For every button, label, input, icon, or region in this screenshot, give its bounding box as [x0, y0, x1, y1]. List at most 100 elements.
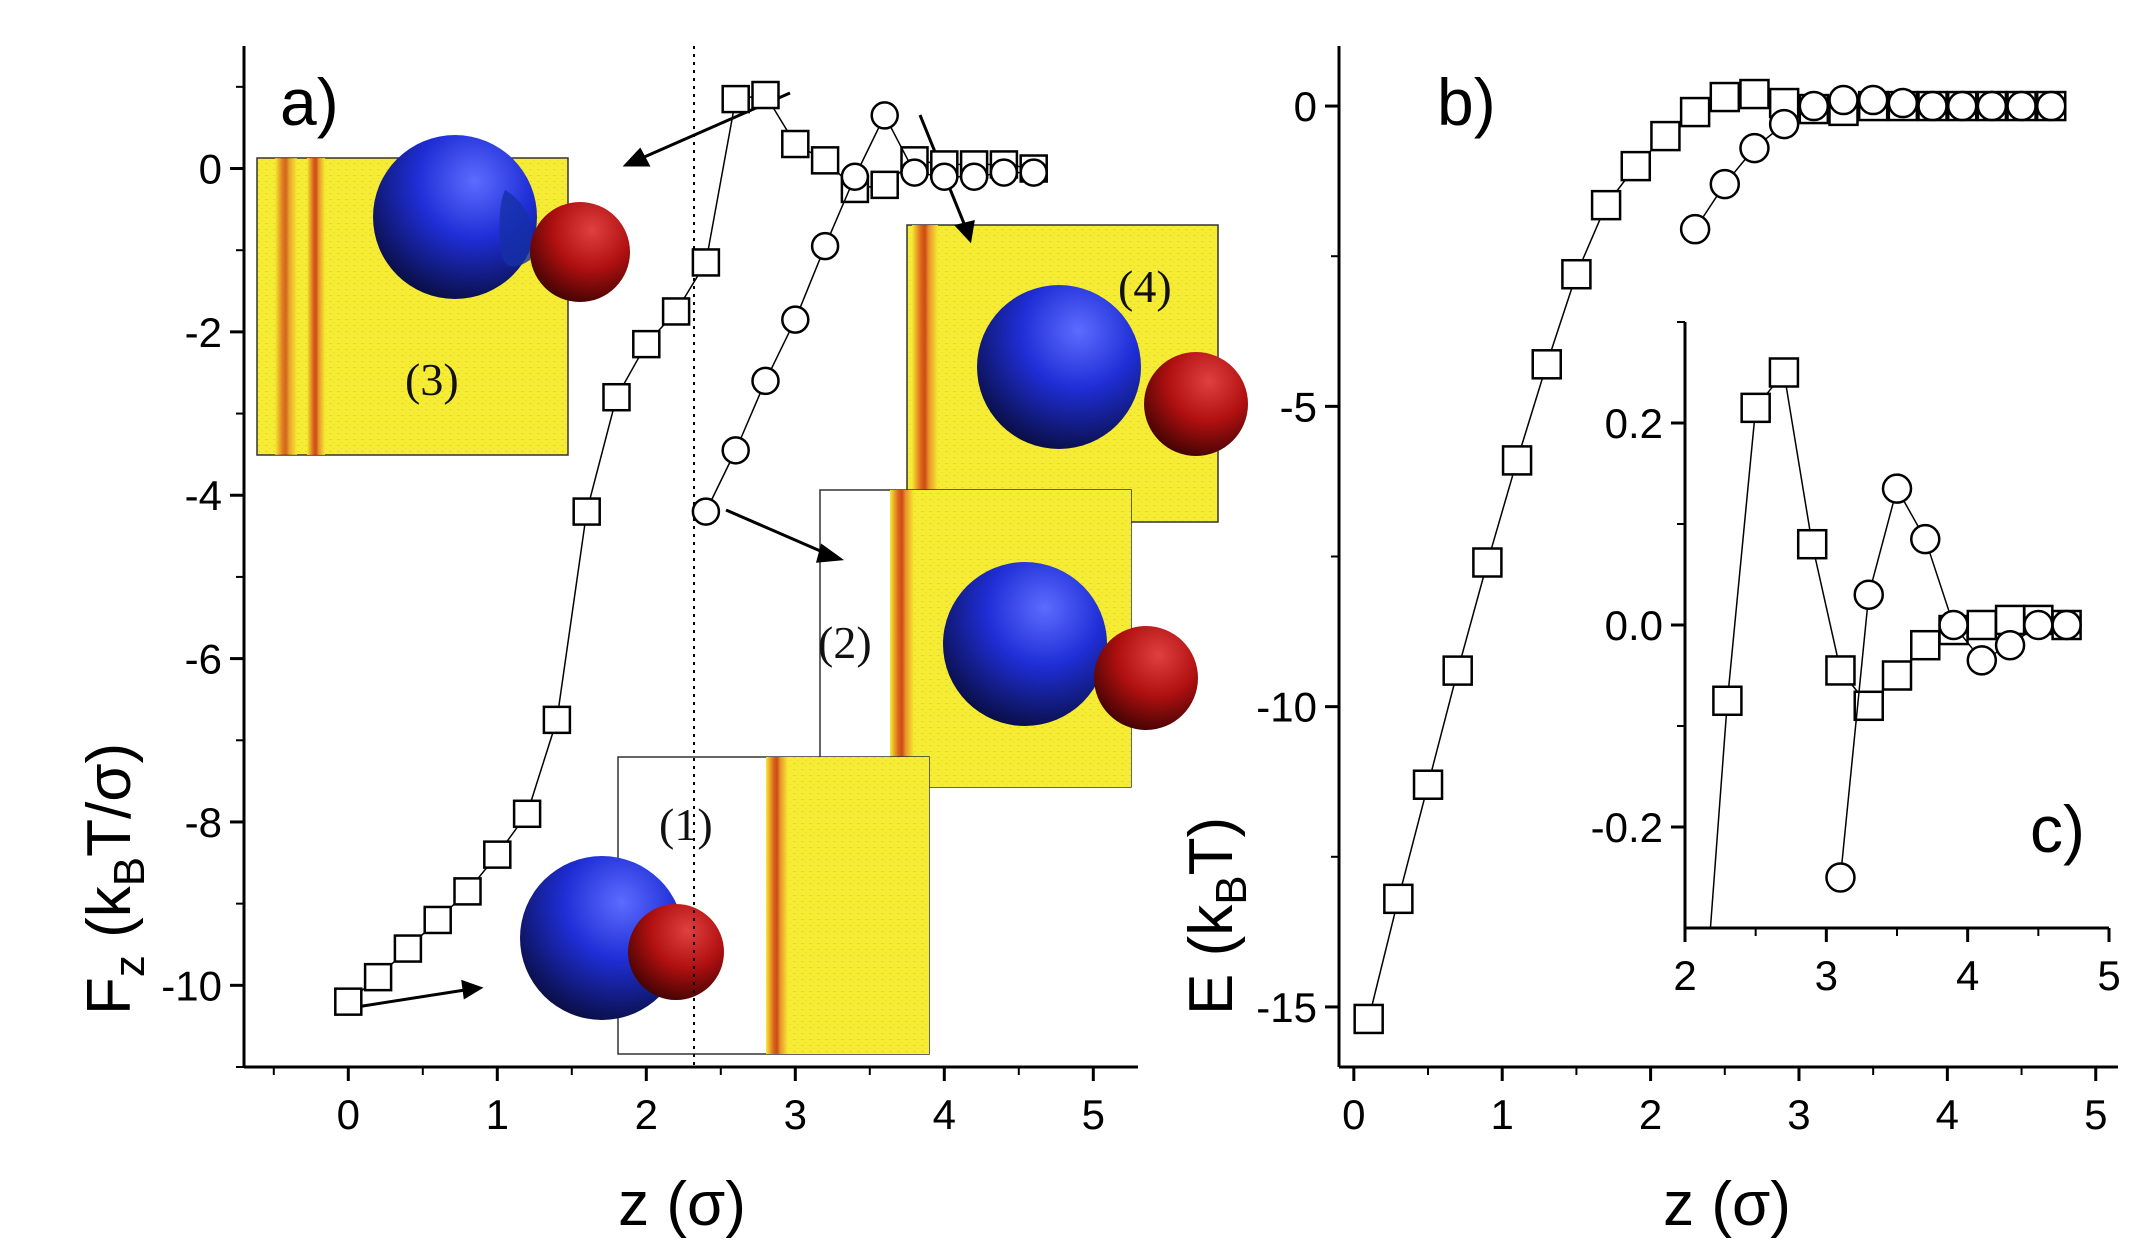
circle-marker	[2035, 90, 2067, 122]
series-circle	[1825, 473, 2082, 893]
arrowhead	[954, 219, 975, 244]
circle-marker	[1853, 579, 1884, 610]
circle-marker	[840, 162, 870, 191]
circle-marker	[1768, 108, 1800, 140]
x-tick-label: 1	[486, 1091, 509, 1138]
arrowhead	[461, 979, 484, 1000]
series-line	[1733, 158, 1747, 174]
series-line	[1460, 575, 1485, 658]
arrowhead	[815, 543, 845, 563]
x-tick-label: 4	[1936, 1091, 1959, 1138]
y-tick-label: -0.2	[1591, 804, 1663, 851]
y-axis-title-b: E (kBT)	[1177, 817, 1256, 1015]
series-line	[622, 355, 641, 387]
series-line	[1903, 500, 1920, 528]
square-marker	[810, 146, 840, 175]
circle-marker	[1994, 629, 2026, 661]
x-tick-label: 2	[1673, 952, 1696, 999]
circle-marker	[1917, 90, 1948, 122]
series-square	[1709, 357, 2082, 928]
y-axis-title-a: Fz (kBT/σ)	[75, 743, 154, 1015]
x-tick-label: 5	[2084, 1091, 2107, 1138]
circle-marker	[1709, 168, 1741, 200]
x-tick-label: 4	[1956, 952, 1979, 999]
series-line	[1520, 377, 1544, 448]
x-tick-label: 0	[337, 1091, 360, 1138]
x-tick-label: 3	[784, 1091, 807, 1138]
square-marker	[1910, 629, 1941, 661]
circle-marker	[1881, 473, 1913, 504]
series-line	[1764, 132, 1774, 140]
square-marker	[1679, 96, 1711, 128]
y-tick-label: -8	[185, 799, 222, 846]
inset-4: (4)	[906, 224, 1248, 523]
x-tick-label: 3	[1815, 952, 1838, 999]
series-circle	[691, 101, 1048, 526]
x-tick-label: 0	[1342, 1091, 1365, 1138]
x-axis-title-b: z (σ)	[1663, 1170, 1791, 1239]
y-tick-label: 0	[199, 146, 222, 193]
series-line	[1581, 217, 1602, 262]
square-marker	[512, 799, 542, 829]
square-marker	[1825, 655, 1856, 686]
circle-marker	[900, 158, 929, 187]
square-marker	[661, 297, 691, 326]
series-line	[1814, 557, 1839, 657]
inset-3: (3)	[256, 135, 630, 456]
series-line	[1709, 714, 1728, 928]
x-tick-label: 2	[635, 1091, 658, 1138]
square-marker	[1472, 547, 1503, 578]
y-tick-label: 0.2	[1605, 400, 1663, 447]
square-marker	[1994, 604, 2026, 636]
series-line	[710, 461, 731, 501]
series-circle	[1679, 84, 2067, 245]
square-marker	[1966, 609, 1998, 641]
square-marker	[1501, 445, 1533, 476]
circle-marker	[870, 101, 899, 130]
square-marker	[1353, 1003, 1384, 1035]
data-a	[334, 80, 1048, 1016]
data-c	[1709, 357, 2082, 928]
square-marker	[1740, 392, 1771, 424]
red-sphere	[628, 904, 724, 1000]
x-tick-label: 2	[1639, 1091, 1662, 1138]
circle-marker	[1910, 523, 1941, 555]
square-marker	[453, 877, 482, 906]
red-sphere	[1094, 626, 1198, 730]
square-marker	[1881, 660, 1913, 691]
circle-marker	[1946, 90, 1978, 122]
circle-marker	[1938, 609, 1969, 641]
arrowhead	[622, 147, 651, 167]
circle-marker	[1828, 84, 1859, 116]
square-marker	[1561, 258, 1592, 290]
circle-marker	[1857, 84, 1889, 116]
circle-marker	[1887, 87, 1919, 119]
inset-label-1: (1)	[659, 799, 713, 850]
red-sphere	[530, 202, 630, 302]
y-tick-label: -6	[185, 636, 222, 683]
inset-2: (2)	[818, 489, 1198, 788]
circle-marker	[1739, 132, 1770, 164]
series-line	[530, 732, 554, 802]
data-b	[1353, 78, 2067, 1035]
series-line	[1727, 421, 1756, 687]
circle-marker	[1966, 645, 1998, 676]
series-line	[589, 409, 614, 500]
square-marker	[1590, 189, 1622, 221]
series-square	[1353, 78, 2067, 1035]
circle-marker	[2023, 609, 2054, 641]
x-tick-label: 3	[1787, 1091, 1810, 1138]
circle-marker	[2006, 90, 2037, 122]
square-marker	[1620, 150, 1652, 182]
inset-label-4: (4)	[1118, 261, 1172, 312]
square-marker	[1383, 883, 1414, 915]
square-marker	[691, 248, 721, 277]
circle-marker	[1019, 158, 1048, 187]
square-marker	[363, 962, 393, 992]
series-line	[1401, 798, 1426, 886]
series-line	[1550, 287, 1573, 352]
blue-sphere	[977, 285, 1141, 449]
